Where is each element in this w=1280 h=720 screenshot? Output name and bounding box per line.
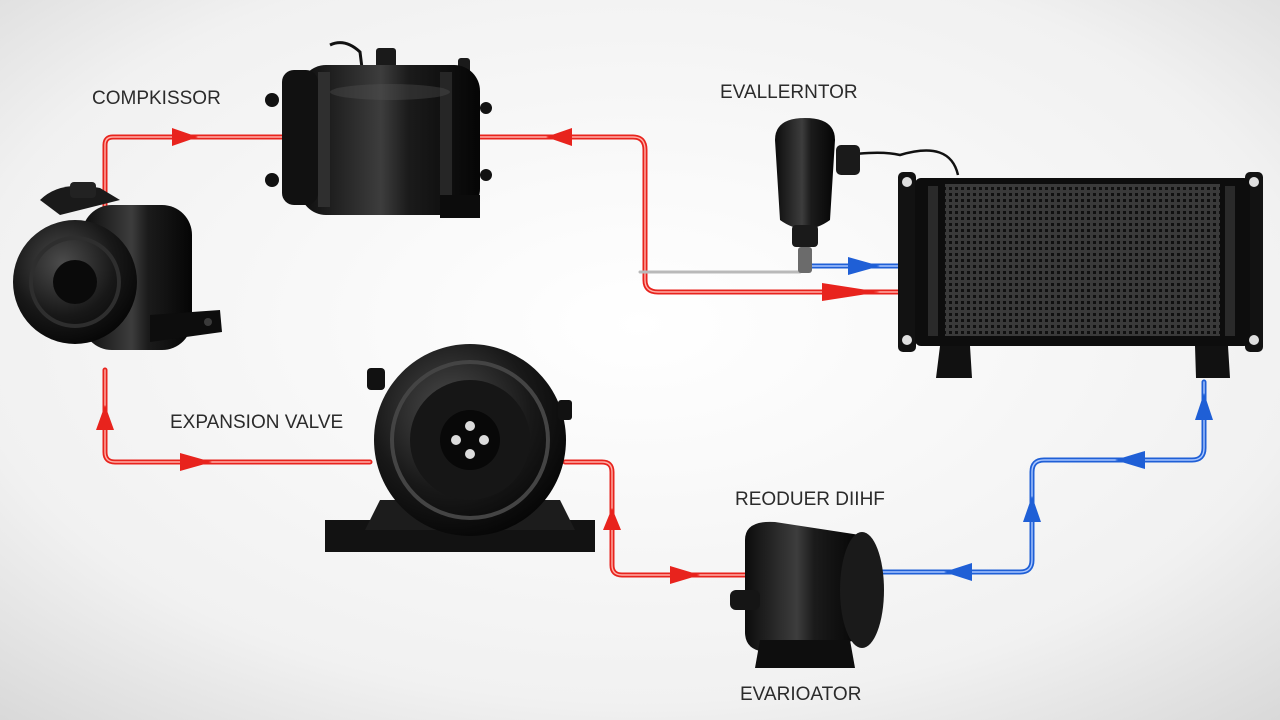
radiator-icon (898, 172, 1263, 378)
arrow-right (670, 566, 700, 584)
hot-refrigerant-lines (102, 134, 908, 578)
compressor-icon (265, 41, 492, 218)
pump-icon (13, 182, 222, 350)
arrow-up (96, 405, 114, 430)
arrow-right (848, 257, 880, 275)
arrow-right (822, 283, 880, 301)
arrow-left (546, 128, 572, 146)
arrow-left (944, 563, 972, 581)
sensor-valve-icon (775, 118, 960, 273)
arrow-left (1115, 451, 1145, 469)
arrow-right (172, 128, 198, 146)
cold-line-arrows (848, 257, 1213, 581)
expansion-valve-icon (325, 344, 595, 552)
arrow-up (603, 508, 621, 530)
arrow-up (1023, 496, 1041, 522)
expansion-valve-label: EXPANSION VALVE (170, 412, 343, 433)
arrow-up (1195, 393, 1213, 420)
receiver-drier-label: REODUER DIIHF (735, 489, 885, 510)
compressor-label: COMPKISSOR (92, 88, 221, 109)
evaporator-top-label: EVALLERNTOR (720, 82, 858, 103)
receiver-drier-icon (730, 521, 884, 668)
evaporator-bottom-label: EVARIOATOR (740, 684, 861, 705)
hot-line-arrows (96, 128, 880, 584)
arrow-right (180, 453, 212, 471)
